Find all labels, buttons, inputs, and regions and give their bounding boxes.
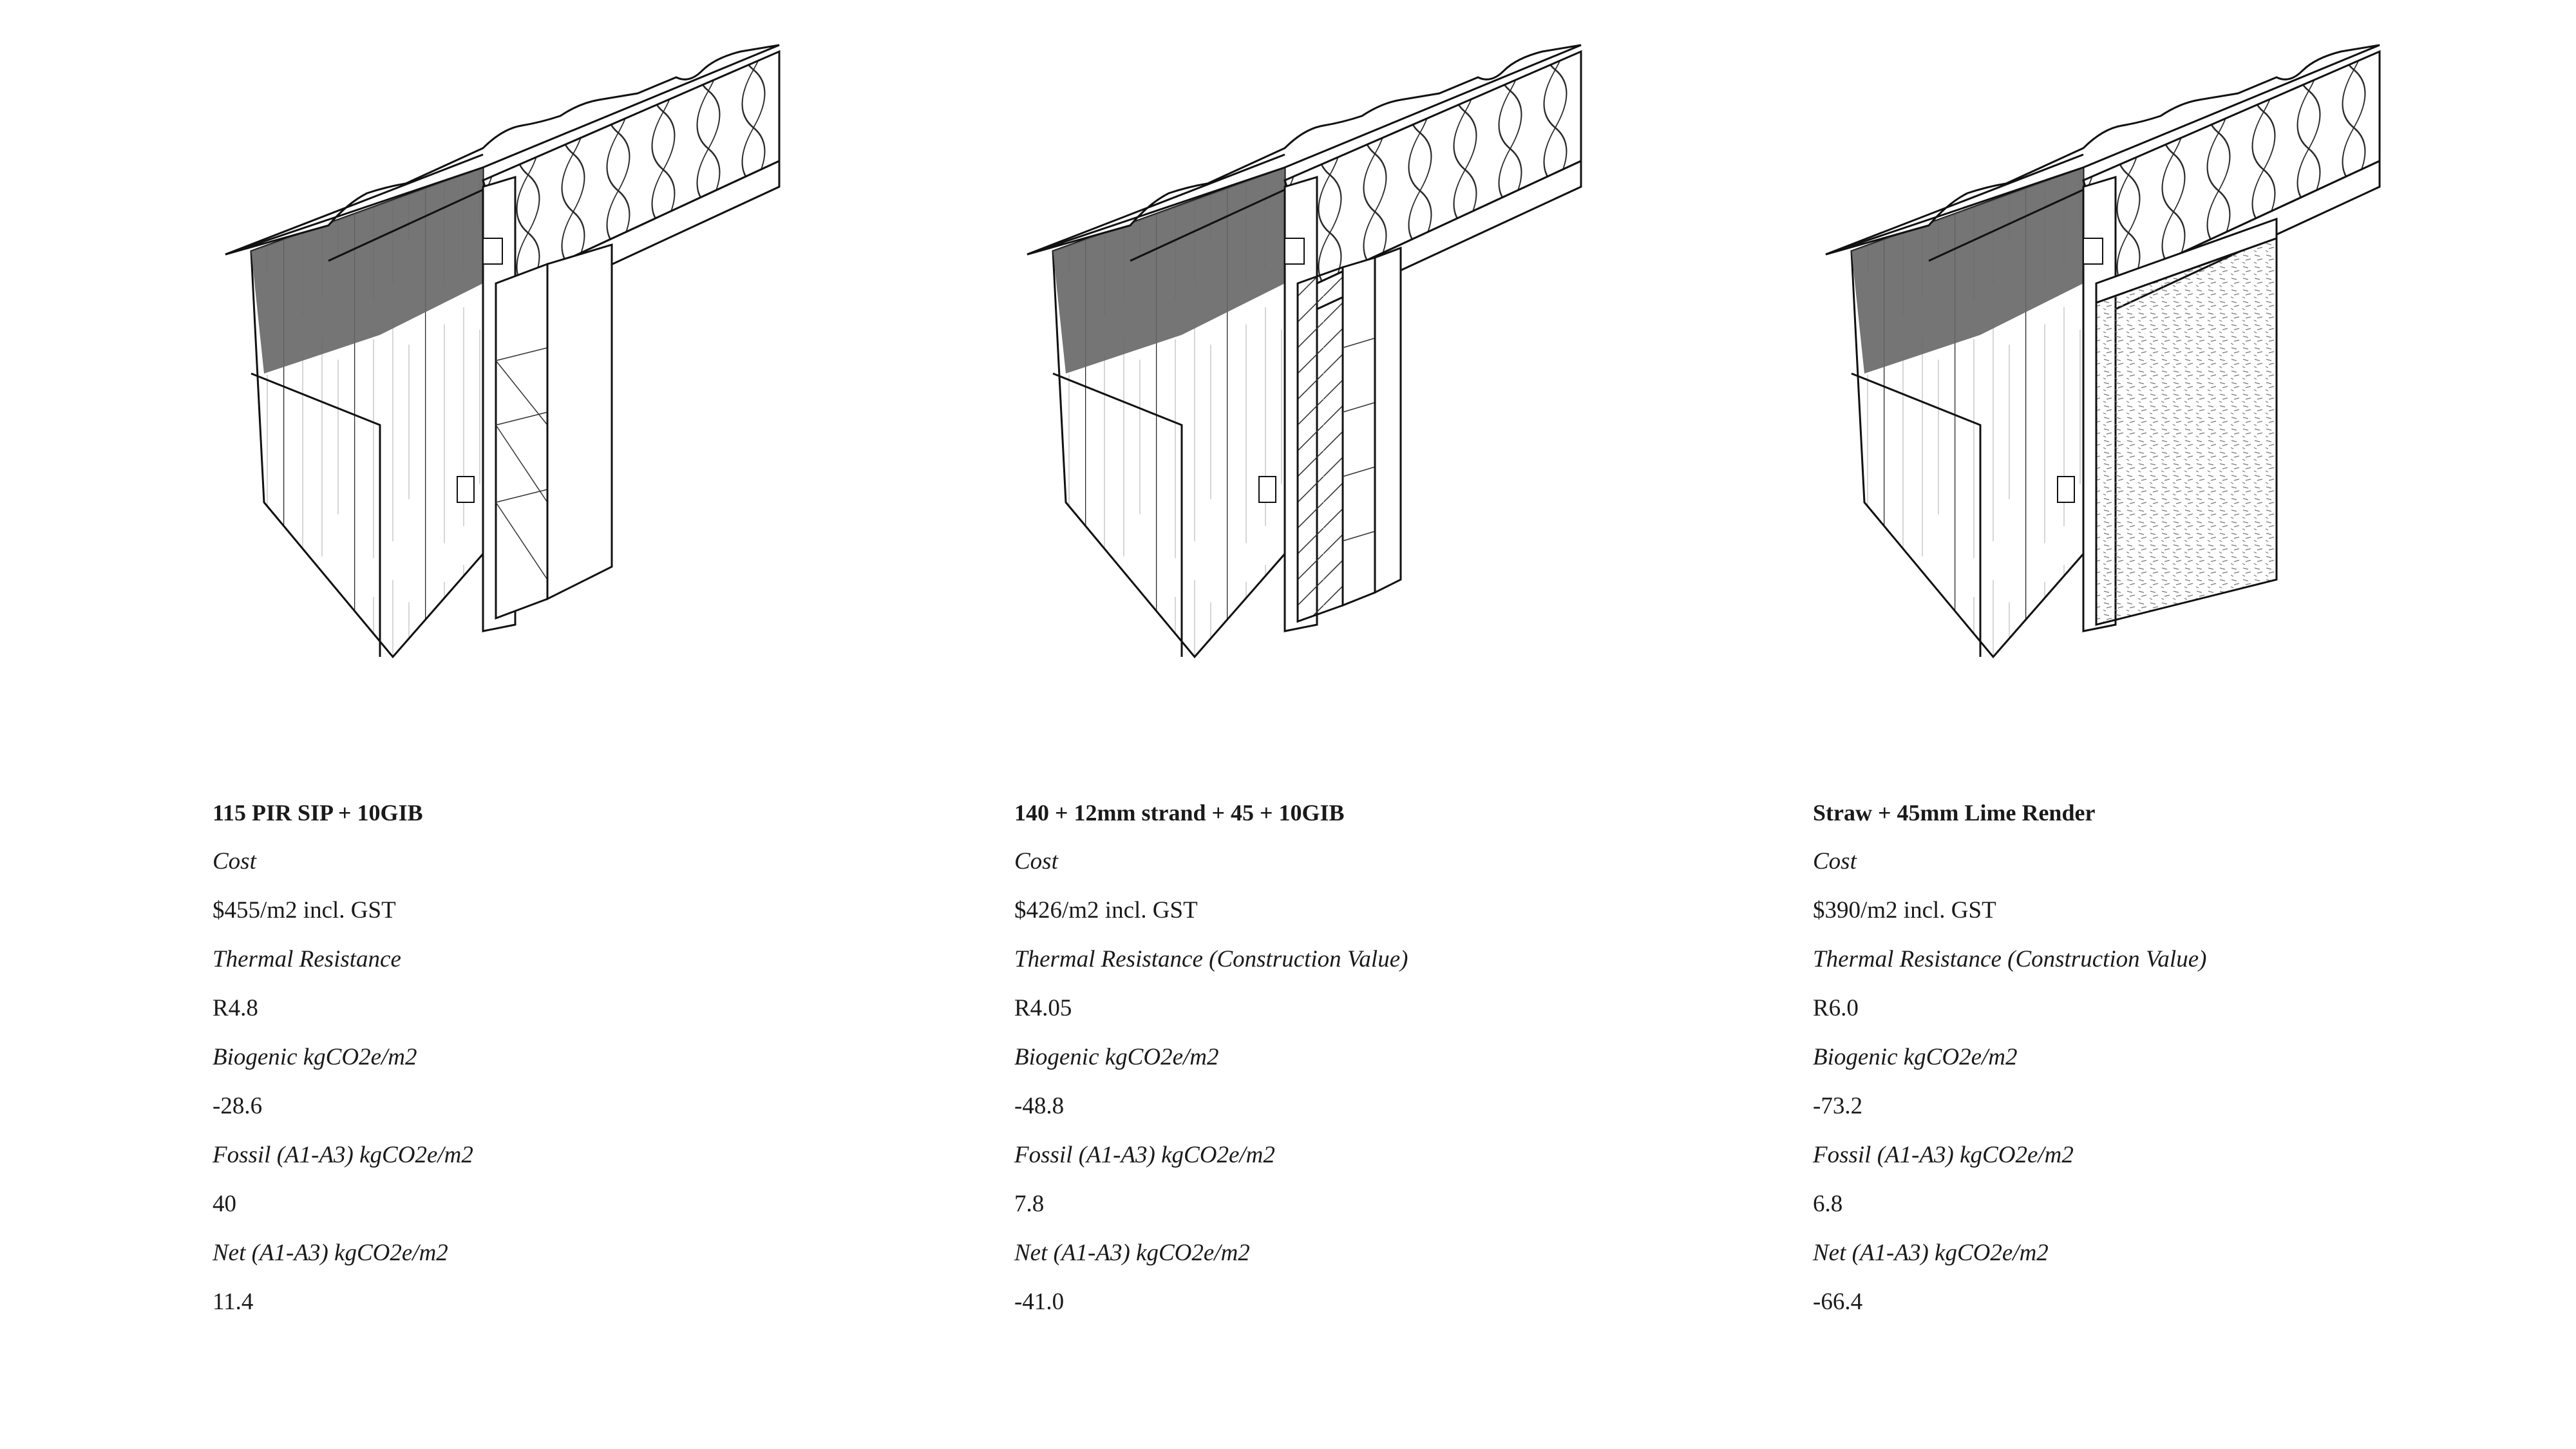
thermal-label: Thermal Resistance [213,946,401,972]
biogenic-label: Biogenic kgCO2e/m2 [1014,1044,1219,1070]
wall-section [2057,175,2278,632]
net-value: 11.4 [213,1289,254,1315]
net-value: -66.4 [1813,1289,1863,1315]
wall-cladding [1052,166,1286,659]
eave-detail-drawing-timber-frame [1027,44,1582,659]
biogenic-label: Biogenic kgCO2e/m2 [213,1044,417,1070]
spec-list: 140 + 12mm strand + 45 + 10GIB Cost $426… [1014,797,1594,1336]
thermal-value: R4.05 [1014,995,1072,1021]
wall-section [1258,175,1402,632]
cost-value: $426/m2 incl. GST [1014,897,1198,923]
assembly-title: 115 PIR SIP + 10GIB [213,800,423,826]
fossil-label: Fossil (A1-A3) kgCO2e/m2 [1014,1142,1275,1168]
net-label: Net (A1-A3) kgCO2e/m2 [213,1240,448,1266]
thermal-label: Thermal Resistance (Construction Value) [1014,946,1408,972]
biogenic-value: -73.2 [1813,1093,1863,1119]
spec-list: 115 PIR SIP + 10GIB Cost $455/m2 incl. G… [213,797,792,1336]
net-value: -41.0 [1014,1289,1065,1315]
biogenic-label: Biogenic kgCO2e/m2 [1813,1044,2018,1070]
eave-detail-drawing-straw [1825,44,2381,659]
thermal-value: R4.8 [213,995,258,1021]
fossil-label: Fossil (A1-A3) kgCO2e/m2 [1813,1142,2074,1168]
net-label: Net (A1-A3) kgCO2e/m2 [1813,1240,2049,1266]
roof-insulation-panel [482,50,781,311]
fossil-value: 40 [213,1191,236,1217]
assembly-title: 140 + 12mm strand + 45 + 10GIB [1014,800,1345,826]
fossil-value: 6.8 [1813,1191,1843,1217]
net-label: Net (A1-A3) kgCO2e/m2 [1014,1240,1250,1266]
assembly-title: Straw + 45mm Lime Render [1813,800,2096,826]
assembly-panel-straw: Straw + 45mm Lime Render Cost $390/m2 in… [1813,0,2457,1449]
cost-label: Cost [1813,848,1857,875]
assembly-panel-sip: 115 PIR SIP + 10GIB Cost $455/m2 incl. G… [213,0,857,1449]
cost-value: $455/m2 incl. GST [213,897,396,923]
eave-detail-drawing-sip [225,44,781,659]
wall-cladding [250,166,484,659]
cost-value: $390/m2 incl. GST [1813,897,1996,923]
roof-insulation-panel [1283,50,1582,311]
roof-sheet-corrugated [1027,44,1582,262]
fossil-value: 7.8 [1014,1191,1045,1217]
cost-label: Cost [1014,848,1058,875]
biogenic-value: -48.8 [1014,1093,1065,1119]
wall-section [457,175,613,632]
cost-label: Cost [213,848,256,875]
assembly-panel-timber-frame: 140 + 12mm strand + 45 + 10GIB Cost $426… [1014,0,1658,1449]
wall-cladding [1850,166,2085,659]
thermal-value: R6.0 [1813,995,1859,1021]
thermal-label: Thermal Resistance (Construction Value) [1813,946,2207,972]
fossil-label: Fossil (A1-A3) kgCO2e/m2 [213,1142,473,1168]
biogenic-value: -28.6 [213,1093,263,1119]
roof-sheet-corrugated [1825,44,2380,262]
spec-list: Straw + 45mm Lime Render Cost $390/m2 in… [1813,797,2392,1336]
roof-sheet-corrugated [225,44,780,262]
